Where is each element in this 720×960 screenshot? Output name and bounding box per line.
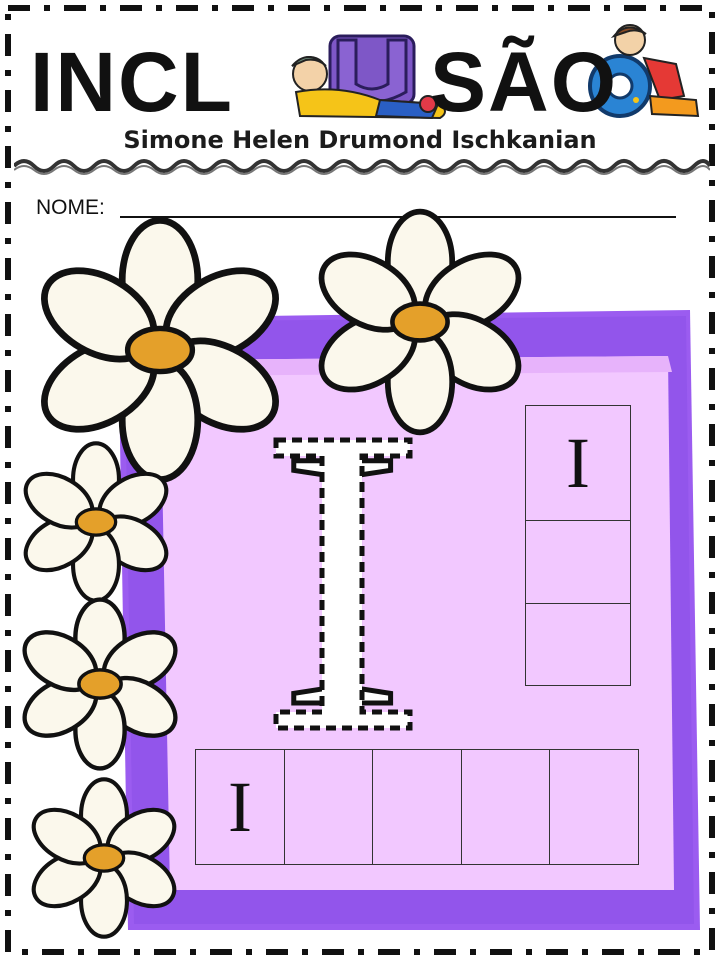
vertical-cell-2[interactable] — [525, 520, 631, 604]
header-divider — [14, 159, 710, 175]
name-label: NOME: — [36, 196, 105, 219]
child-illustration — [291, 34, 446, 120]
vertical-cell-3[interactable] — [525, 603, 631, 686]
name-field[interactable] — [120, 216, 676, 218]
big-letter: I — [278, 374, 406, 784]
author-name: Simone Helen Drumond Ischkanian — [123, 126, 597, 154]
child-illustration-2 — [588, 24, 700, 118]
horizontal-cell-4[interactable] — [461, 749, 550, 865]
title-right: SÃO — [430, 35, 619, 129]
header-illustration — [291, 24, 700, 120]
horizontal-cell-2[interactable] — [284, 749, 373, 865]
horizontal-cell-3[interactable] — [372, 749, 462, 865]
vertical-cell-1[interactable]: I — [525, 405, 631, 521]
title-left: INCL — [30, 35, 234, 129]
horizontal-cell-1[interactable]: I — [195, 749, 285, 865]
horizontal-cell-5[interactable] — [549, 749, 639, 865]
